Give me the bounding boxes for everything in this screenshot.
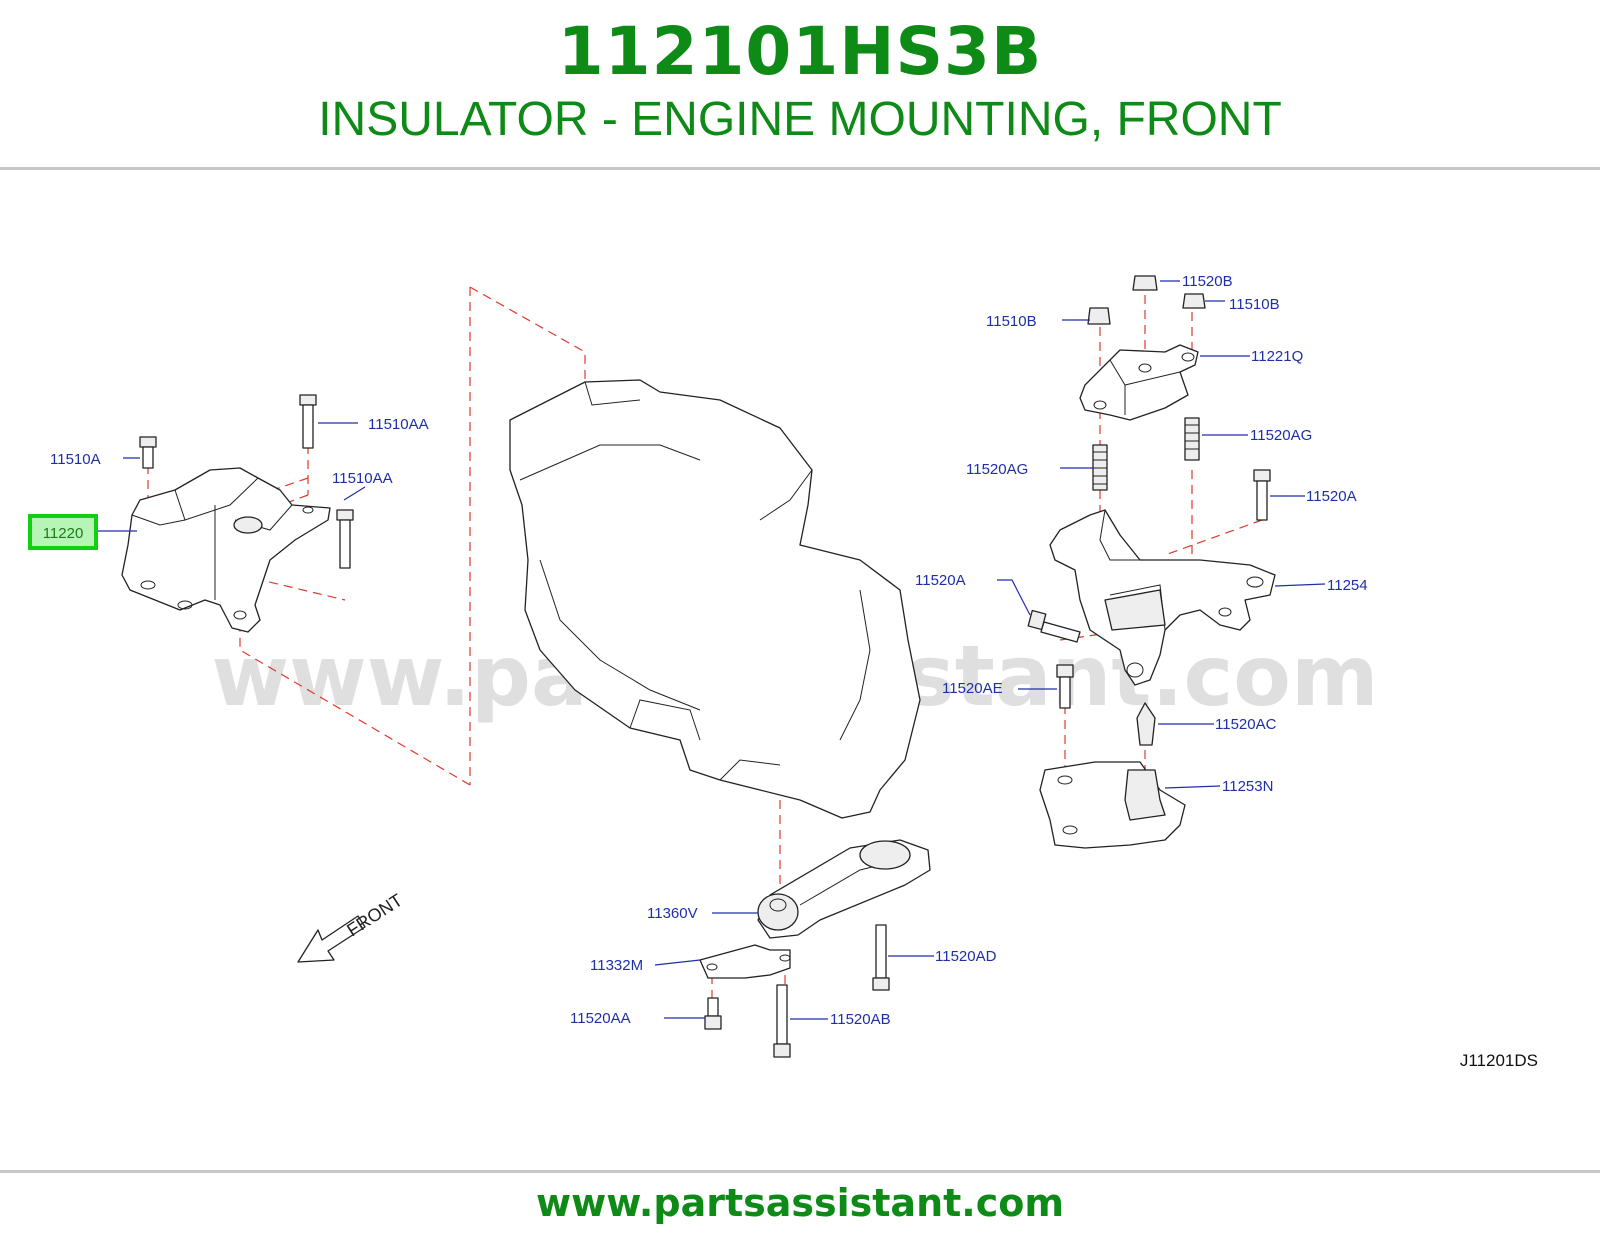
- stud-11520AG-left-drawing: [1092, 444, 1108, 491]
- bracket-11253N-drawing: [1039, 761, 1186, 849]
- callout-11520AD[interactable]: 11520AD: [935, 948, 997, 965]
- callout-11510B-right[interactable]: 11510B: [1229, 296, 1280, 313]
- callout-11510AA-top[interactable]: 11510AA: [368, 416, 429, 433]
- exploded-parts-diagram: www.partsassistant.com: [0, 172, 1600, 1167]
- callout-11221Q[interactable]: 11221Q: [1251, 348, 1303, 365]
- footer-site-link[interactable]: www.partsassistant.com: [536, 1181, 1064, 1225]
- callout-11520AG-right[interactable]: 11520AG: [1250, 427, 1312, 444]
- highlighted-part-box: [28, 514, 98, 550]
- torque-rod-11360V-drawing: [757, 839, 931, 939]
- front-direction-arrow: FRONT: [297, 890, 406, 963]
- bolt-11520AE-drawing: [1056, 664, 1074, 709]
- callout-11520AB[interactable]: 11520AB: [830, 1011, 891, 1028]
- part-name-subtitle: INSULATOR - ENGINE MOUNTING, FRONT: [318, 93, 1282, 146]
- stud-11520AG-right-drawing: [1184, 417, 1200, 461]
- engine-block-outline: [509, 379, 921, 819]
- callout-11510A[interactable]: 11510A: [50, 451, 101, 468]
- callout-11510B-left[interactable]: 11510B: [986, 313, 1037, 330]
- nut-11510B-right-drawing: [1182, 293, 1206, 309]
- stud-11520AC-drawing: [1136, 702, 1156, 746]
- front-indicator-label: FRONT: [343, 890, 406, 941]
- callout-11332M[interactable]: 11332M: [590, 957, 643, 974]
- header-divider: [0, 167, 1600, 170]
- callout-11520A-left[interactable]: 11520A: [915, 572, 966, 589]
- bolt-11520A-right-drawing: [1253, 469, 1271, 521]
- callout-11520AG-left[interactable]: 11520AG: [966, 461, 1028, 478]
- diagram-canvas: www.partsassistant.com: [28, 273, 1538, 1070]
- callout-11520AA[interactable]: 11520AA: [570, 1010, 631, 1027]
- part-number-title: 112101HS3B: [557, 13, 1043, 90]
- nut-11520B-drawing: [1132, 275, 1158, 291]
- insulator-11220-drawing: [121, 467, 331, 633]
- diagram-reference-code: J11201DS: [1460, 1051, 1538, 1070]
- callout-labels: 11220 11510A 11510AA 11510AA 11520B 1151…: [43, 273, 1368, 1028]
- callout-leader-lines: [98, 280, 1326, 1020]
- callout-11360V[interactable]: 11360V: [647, 905, 698, 922]
- callout-11253N[interactable]: 11253N: [1222, 778, 1273, 795]
- callout-11520A-right[interactable]: 11520A: [1306, 488, 1357, 505]
- callout-11520AE[interactable]: 11520AE: [942, 680, 1003, 697]
- bolt-11510AA-mid-drawing: [336, 509, 354, 569]
- footer-divider: [0, 1170, 1600, 1173]
- bracket-11254-drawing: [1049, 509, 1276, 686]
- callout-11254[interactable]: 11254: [1327, 577, 1368, 594]
- bolt-11520A-left-drawing: [1027, 609, 1081, 643]
- callout-11520AC[interactable]: 11520AC: [1215, 716, 1277, 733]
- bolt-11510AA-top-drawing: [299, 394, 317, 449]
- callout-11510AA-mid[interactable]: 11510AA: [332, 470, 393, 487]
- callout-11220[interactable]: 11220: [43, 525, 84, 542]
- callout-11520B[interactable]: 11520B: [1182, 273, 1233, 290]
- bolt-11520AB-drawing: [773, 984, 791, 1058]
- bolt-11520AA-drawing: [704, 997, 722, 1030]
- bolt-11510A-drawing: [139, 436, 157, 469]
- bracket-11221Q-drawing: [1079, 344, 1199, 421]
- nut-11510B-left-drawing: [1087, 307, 1111, 325]
- bolt-11520AD-drawing: [872, 924, 890, 991]
- bracket-11332M-drawing: [699, 944, 791, 979]
